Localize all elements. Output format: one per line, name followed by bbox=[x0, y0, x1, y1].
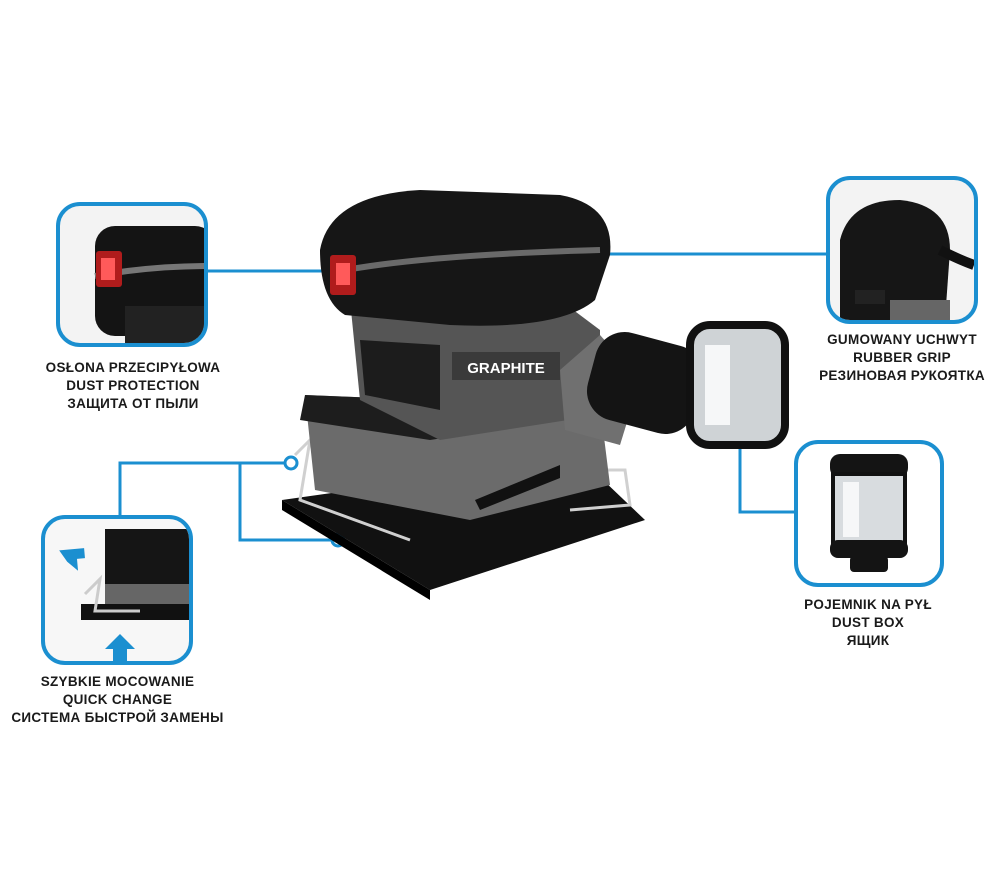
caption-line-en: DUST PROTECTION bbox=[66, 378, 200, 393]
clamp-wire-front bbox=[293, 435, 411, 542]
dust-box-detail-image bbox=[830, 454, 908, 572]
connector-quick-change-a bbox=[118, 461, 291, 518]
callout-dust-box bbox=[794, 440, 944, 587]
caption-line-ru: СИСТЕМА БЫСТРОЙ ЗАМЕНЫ bbox=[11, 710, 224, 725]
quick-change-detail-image bbox=[59, 529, 189, 661]
dust-protection-detail-image bbox=[94, 226, 204, 343]
callout-rubber-grip bbox=[826, 176, 978, 324]
caption-line-pl: OSŁONA PRZECIPYŁOWA bbox=[45, 360, 221, 375]
caption-line-ru: ЗАЩИТА ОТ ПЫЛИ bbox=[67, 396, 199, 411]
caption-line-pl: GUMOWANY UCHWYT bbox=[827, 332, 977, 347]
callout-quick-change bbox=[41, 515, 193, 665]
caption-line-ru: ЯЩИК bbox=[846, 633, 890, 648]
connector-quick-change-b bbox=[238, 463, 338, 542]
callout-dust-protection bbox=[56, 202, 208, 347]
rubber-grip-detail-image bbox=[840, 200, 974, 320]
caption-dust-protection: OSŁONA PRZECIPYŁOWA DUST PROTECTION ЗАЩИ… bbox=[27, 359, 239, 413]
caption-quick-change: SZYBKIE MOCOWANIE QUICK CHANGE СИСТЕМА Б… bbox=[10, 673, 225, 727]
caption-line-pl: POJEMNIK NA PYŁ bbox=[804, 597, 932, 612]
caption-dust-box: POJEMNIK NA PYŁ DUST BOX ЯЩИК bbox=[770, 596, 966, 650]
marker-quick-change-top bbox=[283, 455, 299, 471]
brand-logo: GRAPHITE bbox=[467, 360, 545, 377]
brand-plate bbox=[452, 352, 560, 380]
caption-line-en: DUST BOX bbox=[831, 615, 905, 630]
caption-line-pl: SZYBKIE MOCOWANIE bbox=[40, 674, 195, 689]
caption-rubber-grip: GUMOWANY UCHWYT RUBBER GRIP РЕЗИНОВАЯ РУ… bbox=[800, 331, 1000, 385]
caption-line-ru: РЕЗИНОВАЯ РУКОЯТКА bbox=[819, 368, 985, 383]
dust-box-canister bbox=[686, 321, 789, 449]
clamp-wire-right bbox=[569, 468, 632, 512]
caption-line-en: RUBBER GRIP bbox=[853, 350, 951, 365]
dust-box-cap bbox=[586, 332, 704, 434]
caption-line-en: QUICK CHANGE bbox=[62, 692, 173, 707]
